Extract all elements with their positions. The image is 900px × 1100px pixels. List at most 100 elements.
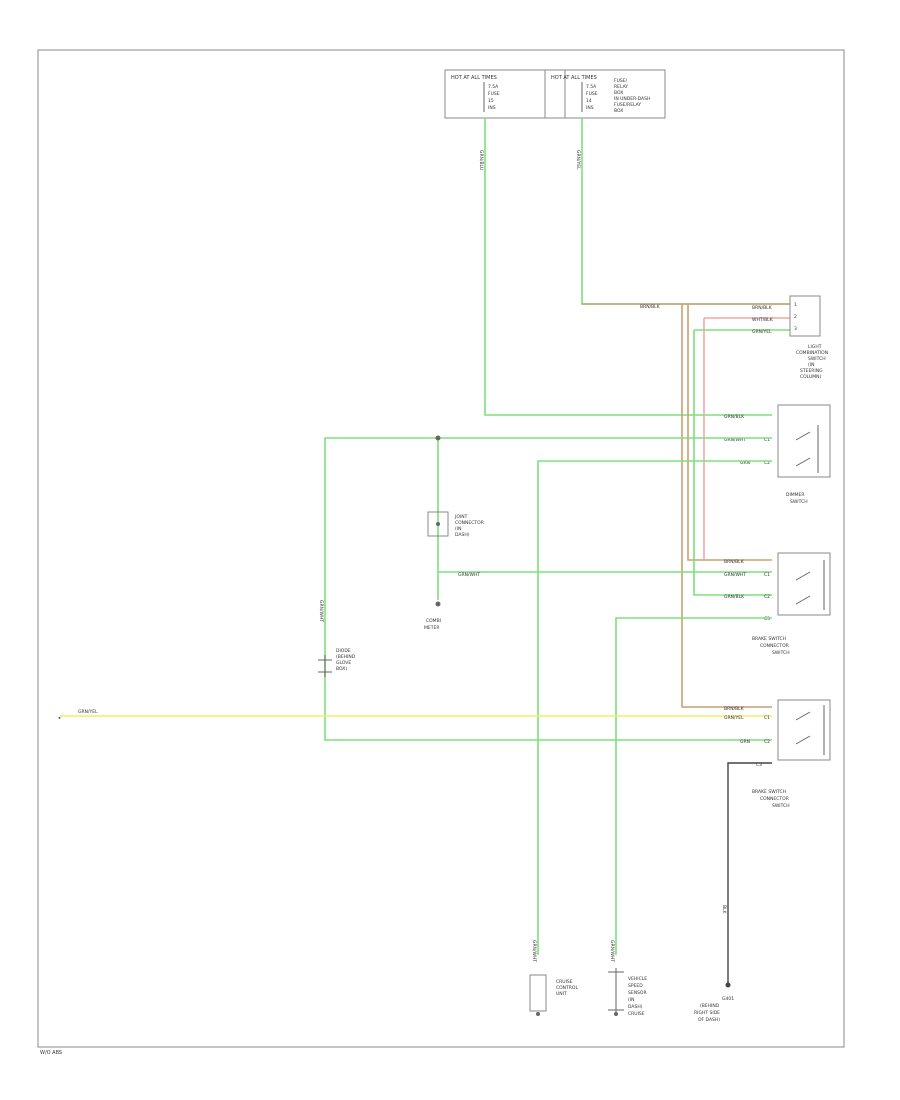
switch-d-row-1: BRN/BLK bbox=[724, 706, 745, 712]
svg-text:BRAKE SWITCH: BRAKE SWITCH bbox=[752, 636, 786, 642]
diagram-frame bbox=[37, 49, 845, 1048]
switch-c-conn-3: C3 bbox=[764, 616, 770, 622]
svg-text:OF DASH): OF DASH) bbox=[698, 1017, 720, 1023]
switch-d-row-2: GRN/YEL bbox=[724, 715, 744, 721]
svg-text:(BEHIND: (BEHIND bbox=[336, 654, 356, 660]
combination-switch-label: LIGHT COMBINATION SWITCH (IN STEERING CO… bbox=[796, 344, 828, 380]
switch-c-row-3: GRN/BLK bbox=[724, 594, 745, 600]
switch-d-label: BRAKE SWITCH CONNECTOR SWITCH bbox=[752, 789, 790, 809]
svg-text:COLUMN): COLUMN) bbox=[800, 374, 822, 380]
svg-text:BOX: BOX bbox=[614, 108, 623, 114]
ground-point bbox=[725, 982, 731, 988]
footer-code: W/O ABS bbox=[40, 1050, 62, 1056]
switch-a: GRN/BLK GRN/WHT GRN C1 C2 DIMMER SWITCH bbox=[724, 404, 831, 505]
svg-text:SWITCH: SWITCH bbox=[772, 803, 790, 809]
junction-dot bbox=[435, 435, 441, 441]
left-feed-label: GRN/YEL bbox=[78, 709, 98, 715]
switch-d: BRN/BLK GRN/YEL GRN C1 C2 C3 BRAKE SWITC… bbox=[724, 699, 831, 809]
cruise-unit: CRUISE CONTROL UNIT bbox=[529, 974, 578, 1016]
svg-text:COMBI: COMBI bbox=[426, 618, 441, 624]
svg-text:(IN: (IN bbox=[808, 362, 814, 368]
wire-label-ground: BLK bbox=[721, 905, 727, 915]
fuse-box-1-fuse: FUSE bbox=[488, 91, 500, 97]
wire-label-joint-branch: GRN/WHT bbox=[458, 572, 480, 578]
fuse-box-2-fuse: FUSE bbox=[586, 91, 598, 97]
svg-text:CRUISE: CRUISE bbox=[628, 1011, 645, 1017]
fuse-box-2-heading: HOT AT ALL TIMES bbox=[551, 75, 597, 81]
switch-c-row-2: GRN/WHT bbox=[724, 572, 746, 578]
svg-text:CRUISE: CRUISE bbox=[556, 979, 573, 985]
switch-a-conn-1: C1 bbox=[764, 437, 770, 443]
wire-label-dr: GRN/WHT bbox=[609, 940, 615, 962]
fuse-box-1-heading: HOT AT ALL TIMES bbox=[451, 75, 497, 81]
top-row-2-label: WHT/BLK bbox=[752, 317, 774, 323]
fuse-box-2-ins: INS bbox=[586, 105, 594, 111]
svg-text:CONNECTOR: CONNECTOR bbox=[760, 796, 789, 802]
left-feed-arrow: ◂ bbox=[58, 716, 61, 721]
svg-text:JOINT: JOINT bbox=[454, 514, 468, 520]
svg-text:FUSE/RELAY: FUSE/RELAY bbox=[614, 102, 641, 108]
svg-text:BOX: BOX bbox=[614, 90, 623, 96]
svg-text:DASH): DASH) bbox=[628, 1004, 643, 1010]
svg-text:CONNECTOR: CONNECTOR bbox=[455, 520, 484, 526]
wire-green-left-loop bbox=[324, 437, 772, 741]
svg-text:BRAKE SWITCH: BRAKE SWITCH bbox=[752, 789, 786, 795]
svg-text:BOX): BOX) bbox=[336, 666, 347, 672]
wire-label-fuse2: GRN/YEL bbox=[575, 150, 581, 170]
switch-d-row-3: GRN bbox=[740, 739, 750, 745]
switch-a-row-1: GRN/BLK bbox=[724, 414, 745, 420]
top-connector-3: 3 bbox=[794, 326, 797, 332]
wire-to-control-unit bbox=[615, 617, 772, 955]
svg-text:CONNECTOR: CONNECTOR bbox=[760, 643, 789, 649]
meter-terminal bbox=[435, 601, 441, 607]
top-connector-1: 1 bbox=[794, 302, 797, 308]
combination-switch: BRN/BLK WHT/BLK GRN/YEL 1 2 3 LIGHT COMB… bbox=[752, 295, 828, 380]
wire-green-vertical bbox=[693, 330, 772, 596]
switch-c-conn-2: C2 bbox=[764, 594, 770, 600]
fuse-box-1-ins: INS bbox=[488, 105, 496, 111]
svg-text:LIGHT: LIGHT bbox=[808, 344, 822, 350]
joint-connector: JOINT CONNECTOR (IN DASH) bbox=[427, 511, 484, 538]
top-row-3-label: GRN/YEL bbox=[752, 329, 772, 335]
svg-text:(BEHIND: (BEHIND bbox=[700, 1003, 720, 1009]
fuse-box-1-rating: 7.5A bbox=[488, 84, 499, 90]
control-unit-label: VEHICLE SPEED SENSOR (IN DASH) CRUISE bbox=[628, 976, 647, 1017]
fuse-box-2: HOT AT ALL TIMES 7.5A FUSE 14 INS FUSE/ … bbox=[544, 69, 666, 119]
wire-ground bbox=[727, 762, 772, 985]
joint-connector-label: JOINT CONNECTOR (IN DASH) bbox=[454, 514, 484, 538]
wire-fuse2-feed bbox=[581, 118, 790, 305]
switch-d-conn-2: C2 bbox=[764, 739, 770, 745]
svg-text:IN UNDER-DASH: IN UNDER-DASH bbox=[614, 96, 650, 102]
svg-text:SWITCH: SWITCH bbox=[808, 356, 826, 362]
fuse-box-1: HOT AT ALL TIMES 7.5A FUSE 15 INS bbox=[444, 69, 566, 119]
wire-brown-trunk-2 bbox=[687, 304, 772, 561]
cruise-unit-label: CRUISE CONTROL UNIT bbox=[556, 979, 578, 997]
switch-c-label: BRAKE SWITCH CONNECTOR SWITCH bbox=[752, 636, 790, 656]
fuse-box-1-number: 15 bbox=[488, 98, 494, 104]
wire-to-cruise-unit bbox=[537, 460, 772, 955]
svg-text:RELAY: RELAY bbox=[614, 84, 628, 90]
ground-point-label: G401 (BEHIND RIGHT SIDE OF DASH) bbox=[694, 996, 734, 1023]
svg-text:COMBINATION: COMBINATION bbox=[796, 350, 828, 356]
switch-a-row-3: GRN bbox=[740, 460, 750, 466]
svg-text:SENSOR: SENSOR bbox=[628, 990, 647, 996]
switch-c-conn-1: C1 bbox=[764, 572, 770, 578]
switch-d-conn-1: C1 bbox=[764, 715, 770, 721]
control-unit: VEHICLE SPEED SENSOR (IN DASH) CRUISE bbox=[608, 968, 647, 1017]
switch-a-conn-2: C2 bbox=[764, 460, 770, 466]
meter-block-label: COMBI METER bbox=[424, 618, 441, 631]
fuse-box-2-rating: 7.5A bbox=[586, 84, 597, 90]
svg-text:CONTROL: CONTROL bbox=[556, 985, 578, 991]
wire-fuse1-feed bbox=[484, 118, 772, 416]
svg-text:SWITCH: SWITCH bbox=[772, 650, 790, 656]
svg-text:RIGHT SIDE: RIGHT SIDE bbox=[694, 1010, 720, 1016]
wire-label-left-loop: GRN/WHT bbox=[318, 600, 324, 622]
switch-c: BRN/BLK GRN/WHT GRN/BLK C1 C2 C3 BRAKE S… bbox=[724, 552, 831, 656]
top-row-1-label: BRN/BLK bbox=[752, 305, 773, 311]
switch-a-label: DIMMER SWITCH bbox=[786, 492, 808, 505]
switch-d-conn-3: C3 bbox=[756, 762, 762, 768]
svg-text:SWITCH: SWITCH bbox=[790, 499, 808, 505]
wire-label-fuse1: GRN/BLU bbox=[478, 150, 484, 170]
svg-text:DASH): DASH) bbox=[455, 532, 470, 538]
